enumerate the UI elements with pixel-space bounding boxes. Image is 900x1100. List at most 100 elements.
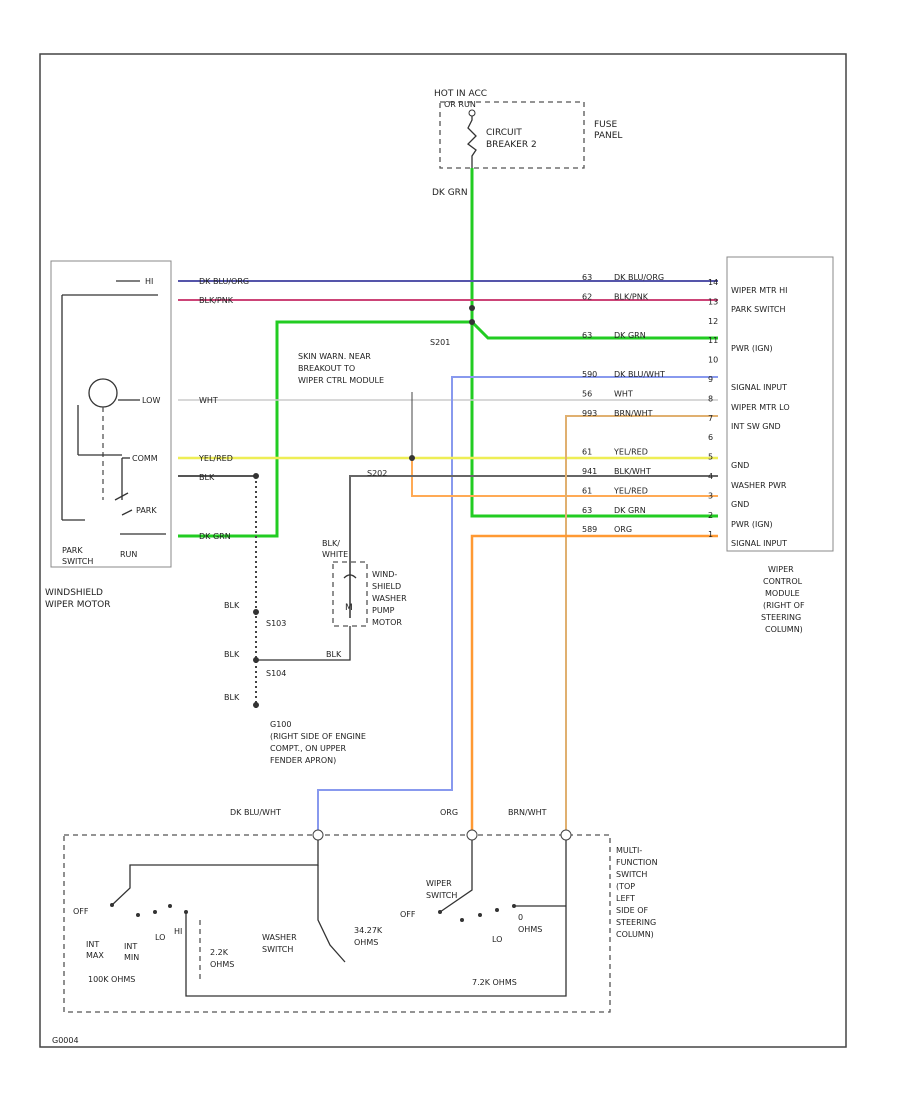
breaker-label-2: BREAKER 2 — [486, 140, 537, 150]
module-pin-circuit: 590 — [582, 370, 597, 379]
mfs-left-res1: 100K OHMS — [88, 975, 135, 984]
module-pin-circuit: 941 — [582, 467, 597, 476]
module-pin-6: 6 — [708, 433, 713, 442]
module-label-2: PARK SWITCH — [731, 305, 786, 314]
module-pin-circuit: 63 — [582, 506, 592, 515]
motor-switch-park: PARK — [136, 506, 157, 515]
motor-wire-low: BLK/PNK — [199, 296, 234, 305]
fuse-wire-label: DK GRN — [432, 188, 468, 198]
mfs-title-4: (TOP — [616, 882, 635, 891]
mfs-right-res-bottom: 7.2K OHMS — [472, 978, 517, 987]
module-title-4: (RIGHT OF — [763, 601, 805, 610]
motor-title-2: WIPER MOTOR — [45, 600, 110, 610]
module-pin-wire: DK BLU/ORG — [614, 273, 664, 282]
module-pin-number: 13 — [708, 297, 718, 306]
mfs-res3-1: 34.27K — [354, 926, 383, 935]
diagram-frame — [39, 53, 847, 1048]
module-title-2: CONTROL — [763, 577, 803, 586]
fuse-hot-label-2: OR RUN — [444, 100, 476, 109]
module-pin-number: 3 — [708, 491, 713, 500]
mfs-title-6: SIDE OF — [616, 906, 648, 915]
washer-switch-1: WASHER — [262, 933, 297, 942]
module-label-8: WASHER PWR — [731, 481, 787, 490]
note-line-1: SKIN WARN. NEAR — [298, 352, 371, 361]
module-label-5: WIPER MTR LO — [731, 403, 790, 412]
note-line-3: WIPER CTRL MODULE — [298, 376, 384, 385]
module-title-1: WIPER — [768, 565, 794, 574]
module-pin-number: 14 — [708, 278, 718, 287]
module-pin-wire: BRN/WHT — [614, 409, 653, 418]
module-pin-circuit: 63 — [582, 273, 592, 282]
module-pin-wire: BLK/PNK — [614, 292, 649, 301]
fuse-panel: HOT IN ACC OR RUN CIRCUIT BREAKER 2 FUSE… — [432, 89, 622, 198]
mfs-left-res2-2: OHMS — [210, 960, 234, 969]
module-pin-wire: YEL/RED — [613, 448, 648, 457]
module-pin-12: 12 — [708, 317, 718, 326]
module-pin-wire: BLK/WHT — [614, 467, 651, 476]
breaker-label-1: CIRCUIT — [486, 128, 522, 138]
module-pin-wire: DK BLU/WHT — [614, 370, 665, 379]
mfs-title: MULTI- FUNCTION SWITCH (TOP LEFT SIDE OF… — [616, 846, 658, 939]
pump-m: M — [345, 603, 353, 613]
splice-s202: S202 — [367, 469, 387, 478]
module-pin-circuit: 61 — [582, 448, 592, 457]
module-pin-circuit: 56 — [582, 389, 592, 398]
footer-code: G0004 — [52, 1036, 79, 1045]
module-label-6: INT SW GND — [731, 422, 781, 431]
module-label-3: PWR (IGN) — [731, 344, 773, 353]
mfs-left-int-max-2: MAX — [86, 951, 104, 960]
wire-dk-blu-wht — [317, 376, 718, 833]
mfs-title-2: FUNCTION — [616, 858, 658, 867]
mfs-wire-1: DK BLU/WHT — [230, 808, 281, 817]
motor-wire-hi: DK BLU/ORG — [199, 277, 249, 286]
fuse-panel-label-1: FUSE — [594, 120, 617, 130]
pump-title-1: WIND- — [372, 570, 397, 579]
module-pin-14: 14 63 DK BLU/ORG — [582, 273, 718, 287]
wire-blk-wht — [349, 475, 718, 618]
splice-s103: S103 — [266, 619, 286, 628]
mfs-left-int-min-2: MIN — [124, 953, 139, 962]
pump-title-2: SHIELD — [372, 582, 401, 591]
mfs-left-int-max-1: INT — [86, 940, 99, 949]
motor-wire-comm: YEL/RED — [198, 454, 233, 463]
module-label-1: WIPER MTR HI — [731, 286, 788, 295]
module-title-3: MODULE — [765, 589, 800, 598]
mfs-wire-3: BRN/WHT — [508, 808, 547, 817]
motor-pin-comm: COMM — [132, 454, 158, 463]
ground-note-4: FENDER APRON) — [270, 756, 336, 765]
pump-title-5: MOTOR — [372, 618, 402, 627]
ground-wire-2: BLK — [224, 650, 240, 659]
multi-function-switch: DK BLU/WHT ORG BRN/WHT OFF INT MAX INT M… — [63, 808, 658, 1013]
wire-dk-grn-pin11 — [470, 320, 718, 340]
mfs-right-res-2: OHMS — [518, 925, 542, 934]
ground-note-1: G100 — [270, 720, 291, 729]
module-pin-circuit: 993 — [582, 409, 597, 418]
module-label-9: GND — [731, 500, 749, 509]
mfs-right-title-2: SWITCH — [426, 891, 457, 900]
wire-dk-grn-to-motor — [178, 320, 472, 538]
mfs-right-res-1: 0 — [518, 913, 523, 922]
module-pin-wire: DK GRN — [614, 331, 646, 340]
wire-yel-red-3 — [411, 460, 718, 497]
fuse-hot-label: HOT IN ACC — [434, 89, 487, 99]
mfs-left-off: OFF — [73, 907, 89, 916]
ground-wire-1: BLK — [224, 601, 240, 610]
module-label-7: GND — [731, 461, 749, 470]
module-label-11: SIGNAL INPUT — [731, 539, 787, 548]
module-pin-wire: YEL/RED — [613, 486, 648, 495]
fuse-panel-label-2: PANEL — [594, 131, 622, 141]
park-switch-label-1: PARK — [62, 546, 83, 555]
pump-title-4: PUMP — [372, 606, 395, 615]
ground-note-3: COMPT., ON UPPER — [270, 744, 347, 753]
module-label-4: SIGNAL INPUT — [731, 383, 787, 392]
module-pin-number: 1 — [708, 530, 713, 539]
pump-wire-1: BLK/ — [322, 539, 340, 548]
mfs-left-res2-1: 2.2K — [210, 948, 229, 957]
